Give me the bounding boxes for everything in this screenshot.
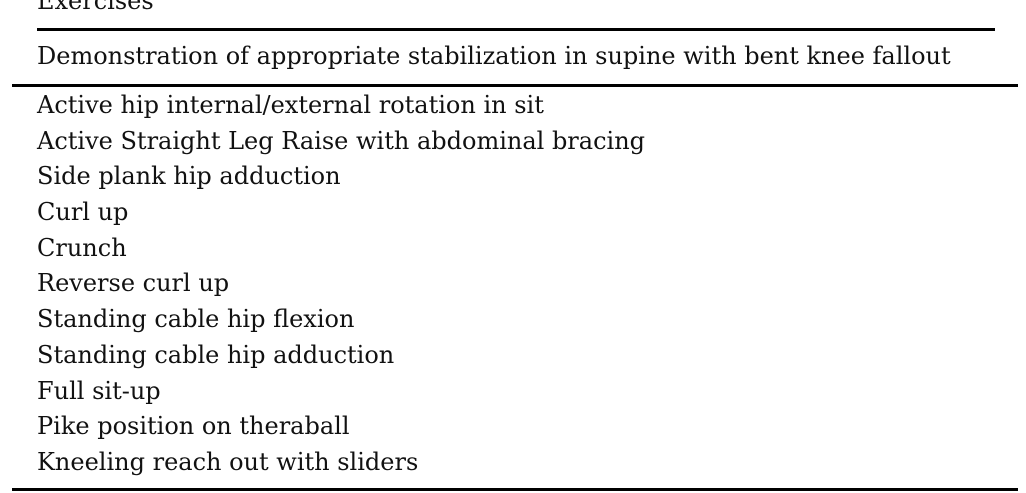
table-title: Exercises (37, 0, 154, 15)
table-row: Kneeling reach out with sliders (37, 447, 419, 476)
table-row: Side plank hip adduction (37, 162, 341, 191)
top-rule (37, 28, 995, 31)
header-rule (12, 84, 1018, 87)
table-row: Active hip internal/external rotation in… (37, 91, 544, 119)
table-row: Active Straight Leg Raise with abdominal… (37, 126, 646, 155)
table-row: Standing cable hip flexion (37, 305, 355, 334)
exercise-list: Active hip internal/external rotation in… (37, 88, 645, 481)
table-row: Standing cable hip adduction (37, 340, 395, 369)
table-row: Pike position on theraball (37, 412, 350, 441)
table-row: Crunch (37, 233, 127, 262)
table-row: Reverse curl up (37, 269, 230, 298)
table-row: Full sit-up (37, 376, 161, 405)
column-header: Demonstration of appropriate stabilizati… (37, 42, 951, 70)
table-row: Curl up (37, 198, 129, 227)
bottom-rule (12, 488, 1018, 491)
